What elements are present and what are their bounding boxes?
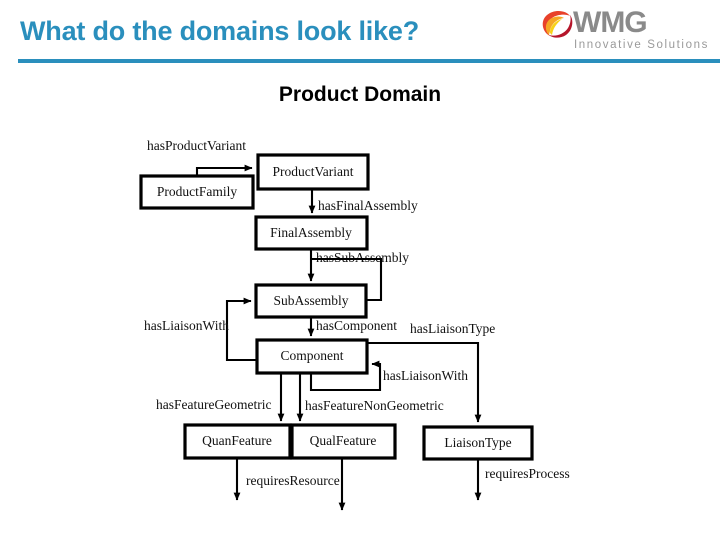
edge-label-has-sub-assembly: hasSubAssembly (316, 250, 409, 265)
node-component[interactable]: Component (255, 338, 369, 375)
diagram-canvas: hasProductVariant hasFinalAssembly hasSu… (139, 138, 570, 511)
edge-label-has-feature-geometric: hasFeatureGeometric (156, 397, 271, 412)
product-domain-diagram: hasProductVariant hasFinalAssembly hasSu… (0, 128, 720, 540)
node-final-assembly[interactable]: FinalAssembly (254, 215, 369, 251)
edge-has-feature-non-geometric: hasFeatureNonGeometric (296, 373, 444, 422)
wmg-wordmark: WMG (573, 6, 648, 39)
edge-label-has-component: hasComponent (316, 318, 397, 333)
edge-has-liaison-with-component: hasLiaisonWith (309, 360, 468, 392)
edge-has-liaison-with-subassembly: hasLiaisonWith (144, 297, 257, 362)
edge-label-requires-process: requiresProcess (485, 466, 570, 481)
page-title: What do the domains look like? (20, 16, 420, 46)
edge-has-final-assembly: hasFinalAssembly (308, 189, 418, 214)
edge-sub-assembly-self-loop (311, 257, 383, 302)
node-product-variant[interactable]: ProductVariant (256, 153, 370, 191)
node-qual-feature[interactable]: QualFeature (290, 423, 397, 460)
edge-label-has-liaison-with-subassembly: hasLiaisonWith (144, 318, 229, 333)
header-divider (18, 59, 720, 63)
node-label-liaison-type: LiaisonType (444, 435, 511, 450)
edge-has-product-variant: hasProductVariant (147, 138, 253, 176)
edge-requires-process: requiresProcess (474, 459, 570, 501)
edge-label-has-product-variant: hasProductVariant (147, 138, 246, 153)
wmg-logo: WMG Innovative Solutions (540, 8, 715, 56)
wmg-tagline: Innovative Solutions (574, 39, 709, 51)
edge-has-sub-assembly: hasSubAssembly (307, 249, 409, 282)
node-label-final-assembly: FinalAssembly (270, 225, 352, 240)
edge-label-has-feature-non-geometric: hasFeatureNonGeometric (305, 398, 444, 413)
domain-subtitle: Product Domain (278, 83, 442, 106)
edge-label-has-liaison-type: hasLiaisonType (410, 321, 495, 336)
edge-label-requires-resource: requiresResource (246, 473, 340, 488)
node-label-product-family: ProductFamily (157, 184, 237, 199)
node-product-family[interactable]: ProductFamily (139, 174, 255, 210)
edge-has-feature-geometric: hasFeatureGeometric (156, 373, 285, 422)
slide-header: What do the domains look like? WMG Innov… (0, 0, 720, 68)
node-liaison-type[interactable]: LiaisonType (422, 425, 534, 461)
edge-has-component: hasComponent (307, 317, 397, 337)
node-label-product-variant: ProductVariant (273, 164, 354, 179)
edge-label-has-final-assembly: hasFinalAssembly (318, 198, 418, 213)
edge-label-has-liaison-with-component: hasLiaisonWith (383, 368, 468, 383)
wmg-swirl-icon (540, 10, 576, 40)
node-sub-assembly[interactable]: SubAssembly (254, 283, 368, 319)
node-label-quan-feature: QuanFeature (202, 433, 272, 448)
node-quan-feature[interactable]: QuanFeature (183, 423, 292, 460)
node-label-qual-feature: QualFeature (310, 433, 377, 448)
edge-has-liaison-type: hasLiaisonType (367, 321, 495, 423)
node-label-component: Component (281, 348, 344, 363)
node-label-sub-assembly: SubAssembly (273, 293, 348, 308)
edge-requires-resource: requiresResource (233, 458, 340, 501)
